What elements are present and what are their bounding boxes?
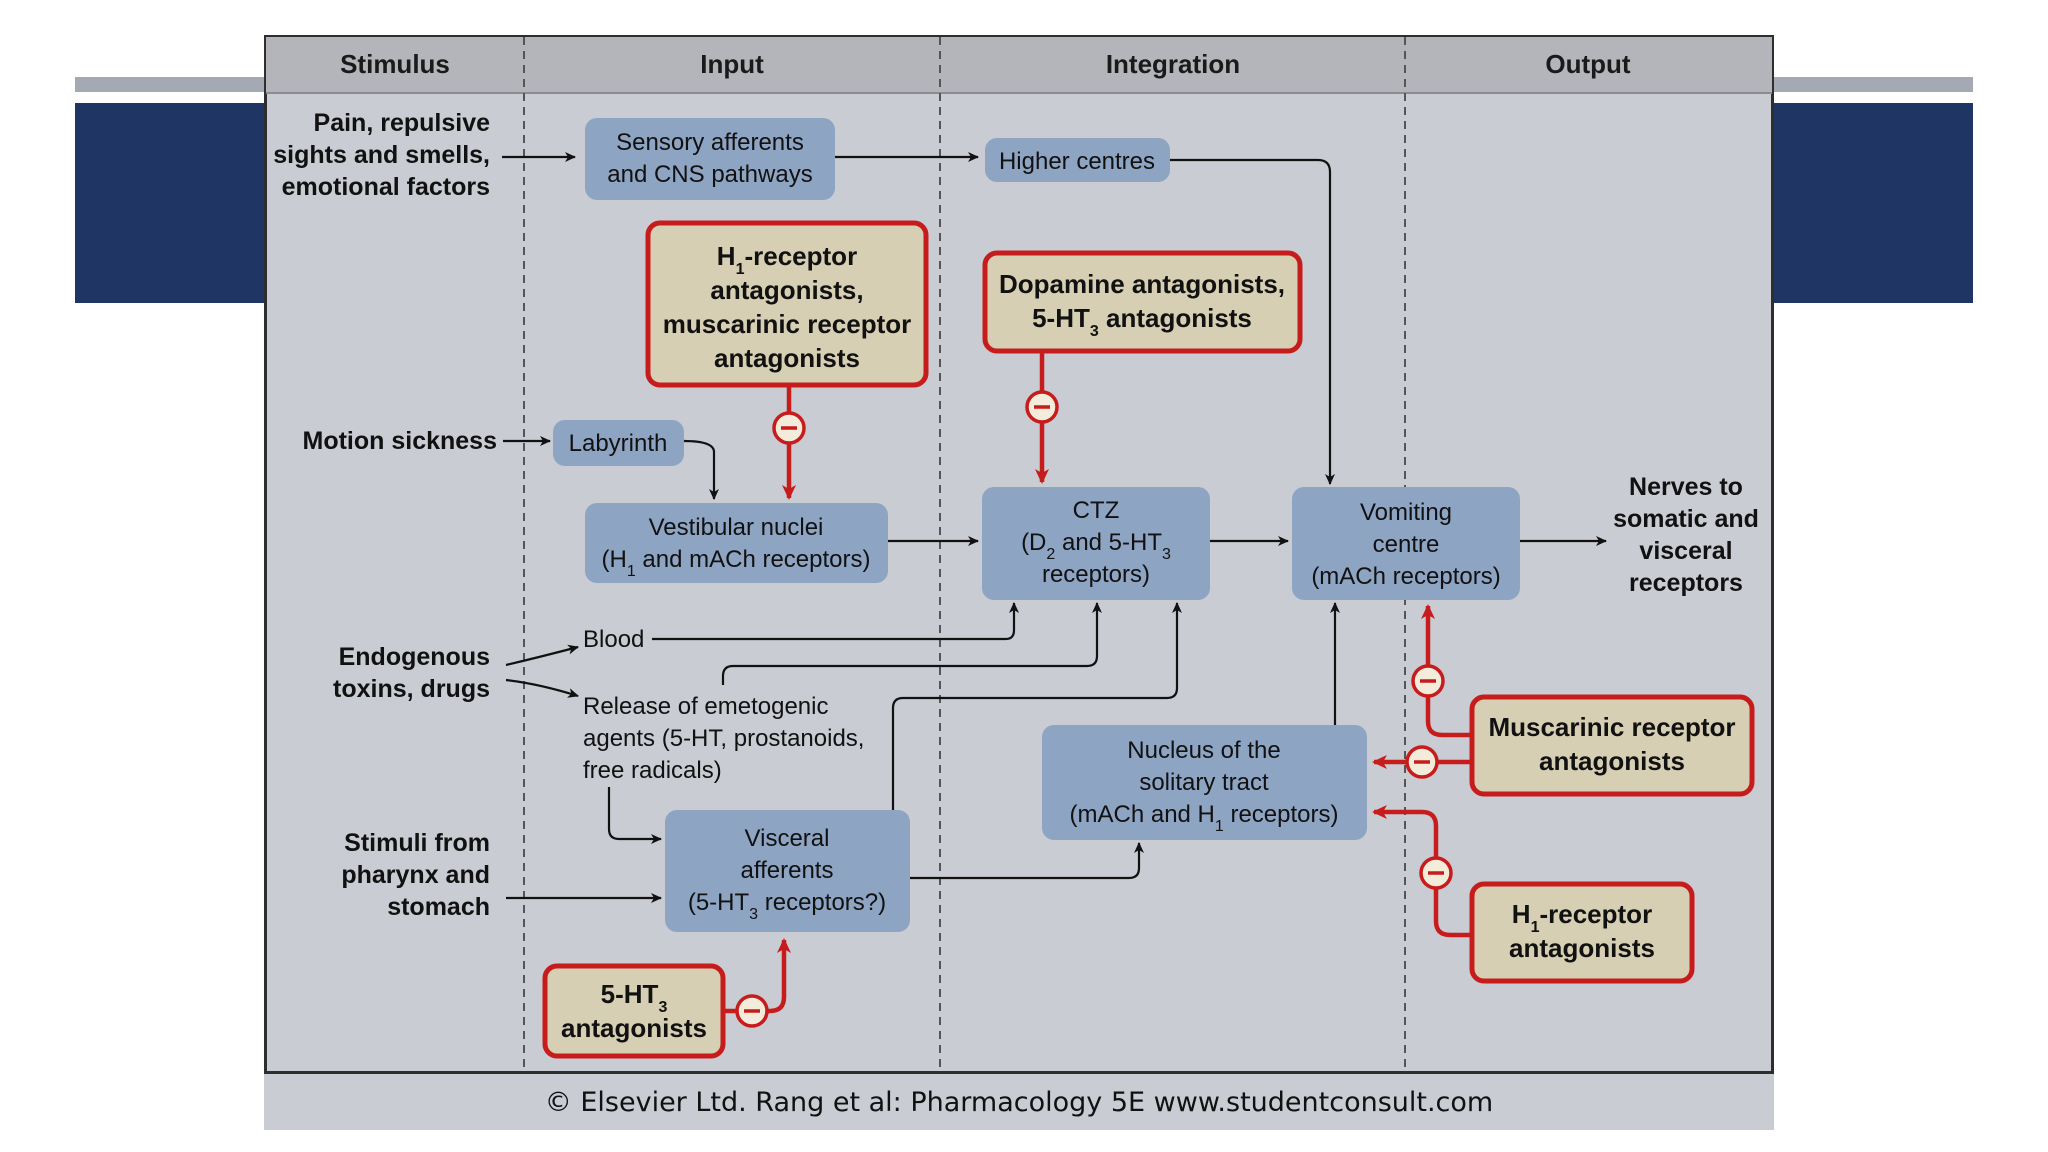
minus-circle-icon bbox=[735, 994, 769, 1028]
column-dividers bbox=[523, 37, 1406, 1072]
minus-circle-icon bbox=[1411, 664, 1445, 698]
minus-circle-icon bbox=[772, 411, 806, 445]
drug-dopamine-label: Dopamine antagonists,5-HT3 antagonists bbox=[999, 269, 1285, 340]
column-header-stimulus: Stimulus bbox=[340, 49, 450, 79]
pathway-arrows bbox=[502, 152, 1607, 903]
drug-muscarinic-antagonists bbox=[1469, 694, 1755, 797]
column-header-strip bbox=[266, 37, 1772, 93]
node-vestibular-nuclei bbox=[585, 503, 888, 583]
node-sensory-afferents bbox=[585, 118, 835, 200]
node-vomiting-centre bbox=[1292, 487, 1520, 600]
minus-circle-icon bbox=[1405, 745, 1439, 779]
column-header-integration: Integration bbox=[1106, 49, 1240, 79]
drug-dopamine-5ht3-antagonists bbox=[982, 250, 1303, 354]
drug-h1-antagonists bbox=[1469, 881, 1695, 984]
copyright-footer: © Elsevier Ltd. Rang et al: Pharmacology… bbox=[264, 1074, 1774, 1130]
stimulus-motion-label: Motion sickness bbox=[303, 427, 498, 455]
node-nucleus-solitary-tract bbox=[1042, 725, 1367, 840]
node-higher-centres bbox=[985, 138, 1170, 182]
column-header-input: Input bbox=[700, 49, 764, 79]
node-ctz bbox=[982, 487, 1210, 600]
minus-circle-icon bbox=[1419, 856, 1453, 890]
node-visceral-afferents bbox=[665, 810, 910, 932]
inhibition-symbols bbox=[735, 390, 1453, 1028]
node-labyrinth bbox=[553, 420, 684, 466]
minus-circle-icon bbox=[1025, 390, 1059, 424]
node-labyrinth-label: Labyrinth bbox=[569, 430, 668, 457]
column-header-output: Output bbox=[1545, 49, 1631, 79]
pathway-nodes bbox=[553, 118, 1520, 932]
node-blood-label: Blood bbox=[583, 626, 644, 653]
node-higher-centres-label: Higher centres bbox=[999, 148, 1155, 175]
drug-boxes bbox=[542, 220, 1755, 1059]
